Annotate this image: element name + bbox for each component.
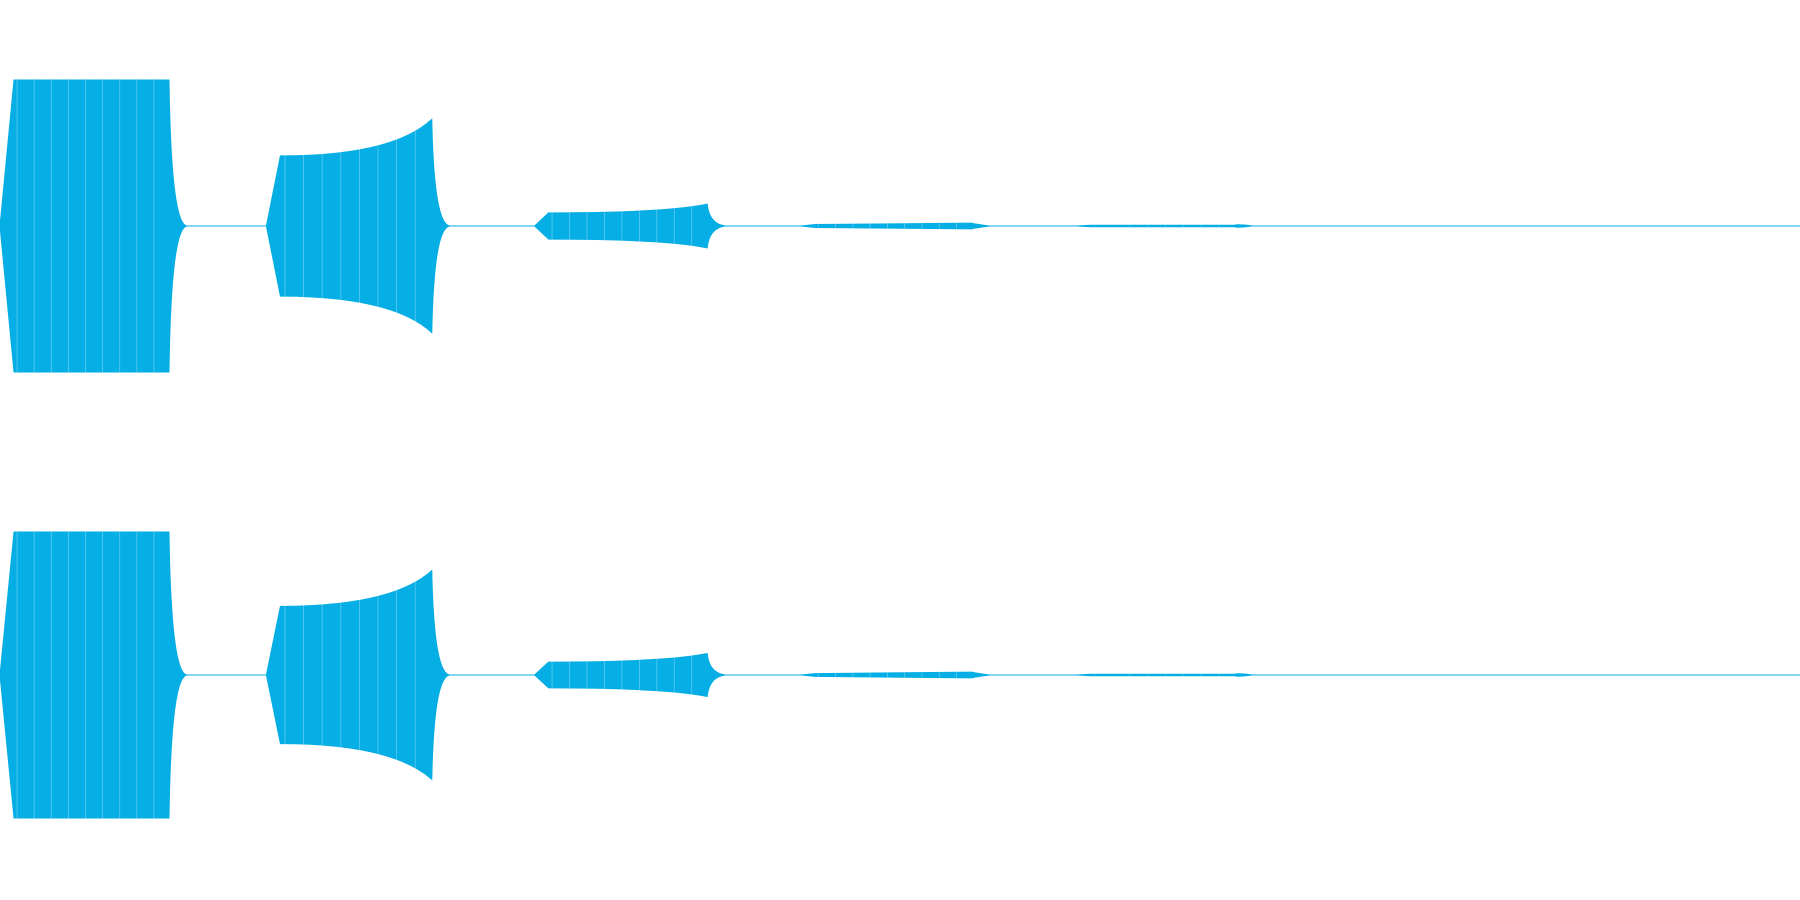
channel-2-burst-5 xyxy=(1076,673,1253,677)
channel-2-track[interactable] xyxy=(0,526,1800,824)
channel-1-burst-5 xyxy=(1076,224,1253,228)
channel-1-track[interactable] xyxy=(0,74,1800,378)
channel-2-burst-1 xyxy=(0,531,188,819)
channel-1-burst-4 xyxy=(800,222,990,230)
channel-1-burst-3 xyxy=(533,203,726,249)
channel-1-burst-1 xyxy=(0,79,188,373)
channel-2-burst-2 xyxy=(265,569,450,781)
channel-2-burst-4 xyxy=(800,671,990,679)
channel-2-burst-3 xyxy=(533,652,726,698)
channel-1-burst-2 xyxy=(265,118,450,334)
